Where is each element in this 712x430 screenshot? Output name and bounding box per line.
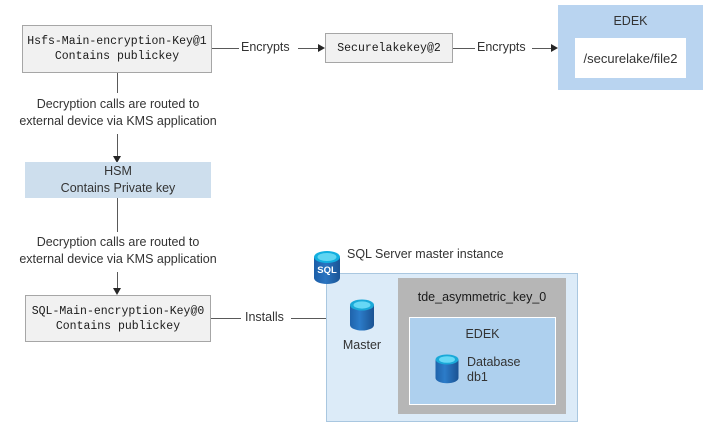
connector-note1-down-to-hsm bbox=[117, 134, 118, 156]
edge-label-encrypts-2: Encrypts bbox=[477, 40, 526, 54]
hsm-line1: HSM bbox=[104, 164, 132, 178]
connector-encrypts-to-edek bbox=[532, 48, 551, 49]
edek-file-path: /securelake/file2 bbox=[583, 50, 678, 66]
hsm-line2: Contains Private key bbox=[60, 181, 176, 195]
node-securelakekey: Securelakekey@2 bbox=[325, 33, 453, 63]
database-db1-line1: Database bbox=[467, 355, 521, 369]
note-1-line1: Decryption calls are routed to bbox=[36, 97, 200, 111]
arrowhead-to-hsm bbox=[113, 156, 121, 163]
connector-encrypts-to-securelakekey bbox=[298, 48, 318, 49]
securelakekey-label: Securelakekey@2 bbox=[337, 41, 441, 55]
connector-note2-down-to-sqlkey bbox=[117, 272, 118, 288]
connector-hsm-down-1 bbox=[117, 198, 118, 232]
connector-hsfs-down-1 bbox=[117, 73, 118, 93]
tde-asymmetric-key-title: tde_asymmetric_key_0 bbox=[417, 290, 547, 304]
connector-installs-to-sql-container bbox=[291, 318, 332, 319]
edek-inner-title: EDEK bbox=[465, 327, 500, 341]
connector-hsfs-to-encrypts-label bbox=[212, 48, 239, 49]
edge-label-installs: Installs bbox=[245, 310, 284, 324]
database-db1-icon bbox=[432, 352, 462, 386]
node-sql-main-encryption-key: SQL-Main-encryption-Key@0 Contains publi… bbox=[25, 295, 211, 342]
note-2-line1: Decryption calls are routed to bbox=[36, 235, 200, 249]
edek-title: EDEK bbox=[613, 14, 648, 28]
master-label: Master bbox=[342, 338, 382, 352]
connector-securelakekey-to-encrypts-label bbox=[453, 48, 475, 49]
node-hsfs-main-encryption-key: Hsfs-Main-encryption-Key@1 Contains publ… bbox=[22, 25, 212, 73]
sql-key-line2: Contains publickey bbox=[55, 319, 181, 333]
svg-text:SQL: SQL bbox=[317, 265, 337, 276]
note-2-line2: external device via KMS application bbox=[19, 252, 217, 266]
sql-server-icon: SQL bbox=[310, 248, 344, 286]
hsfs-key-line2: Contains publickey bbox=[54, 50, 180, 63]
master-database-icon bbox=[346, 297, 378, 333]
arrowhead-to-securelakekey bbox=[318, 43, 325, 52]
note-decryption-calls-1: Decryption calls are routed to external … bbox=[0, 96, 236, 130]
database-db1-line2: db1 bbox=[467, 370, 488, 384]
node-edek-securelake: EDEK /securelake/file2 bbox=[558, 5, 703, 90]
node-hsm: HSM Contains Private key bbox=[25, 162, 211, 198]
note-decryption-calls-2: Decryption calls are routed to external … bbox=[0, 234, 236, 268]
arrowhead-to-edek bbox=[551, 43, 558, 52]
sql-key-line1: SQL-Main-encryption-Key@0 bbox=[31, 304, 205, 318]
node-edek-inner: EDEK bbox=[409, 317, 556, 405]
database-db1-label: Database db1 bbox=[467, 355, 521, 385]
edek-file-box: /securelake/file2 bbox=[575, 38, 686, 78]
edge-label-encrypts-1: Encrypts bbox=[241, 40, 290, 54]
sql-server-caption: SQL Server master instance bbox=[347, 247, 504, 261]
connector-sqlkey-to-installs-label bbox=[211, 318, 241, 319]
hsfs-key-line1: Hsfs-Main-encryption-Key@1 bbox=[27, 35, 207, 48]
note-1-line2: external device via KMS application bbox=[19, 114, 217, 128]
arrowhead-to-sql-key bbox=[113, 288, 121, 295]
